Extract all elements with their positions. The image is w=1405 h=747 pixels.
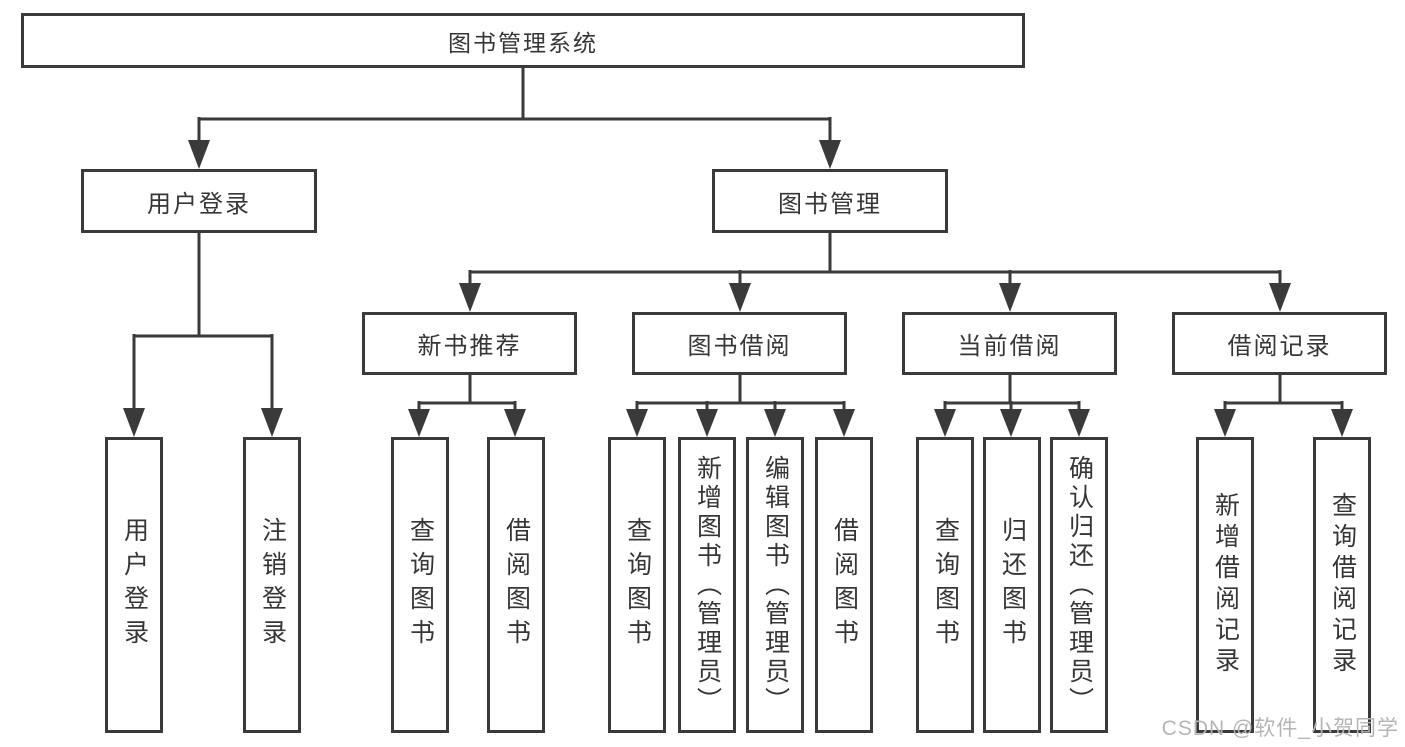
leaf-label: 确认归还（管理员） bbox=[1065, 454, 1094, 716]
node-leaf-logout: 注销登录 bbox=[243, 437, 301, 733]
node-borrow-record-label: 借阅记录 bbox=[1227, 333, 1332, 360]
arrowhead bbox=[504, 409, 526, 437]
node-new-book-rec: 新书推荐 bbox=[362, 312, 577, 375]
arrowhead bbox=[729, 283, 751, 312]
connector-new-book-rec bbox=[417, 375, 517, 411]
arrowhead bbox=[1331, 409, 1353, 437]
csdn-watermark: CSDN @软件_小贺同学 bbox=[1161, 717, 1399, 740]
leaf-label: 查询借阅记录 bbox=[1328, 492, 1357, 678]
arrowhead bbox=[1000, 409, 1022, 437]
arrowhead bbox=[696, 409, 718, 437]
leaf-label: 查询图书 bbox=[931, 517, 960, 653]
arrowhead bbox=[934, 409, 956, 437]
arrowhead bbox=[261, 408, 283, 437]
arrowhead bbox=[1269, 283, 1291, 312]
connector-user-login bbox=[132, 233, 274, 410]
node-leaf-user-login: 用户登录 bbox=[105, 437, 163, 733]
node-leaf-borrow-book-2: 借阅图书 bbox=[815, 437, 873, 733]
leaf-label: 用户登录 bbox=[120, 517, 149, 653]
node-leaf-return-book: 归还图书 bbox=[983, 437, 1041, 733]
node-user-login-label: 用户登录 bbox=[147, 190, 251, 218]
leaf-label: 借阅图书 bbox=[830, 517, 859, 653]
node-book-mgmt-label: 图书管理 bbox=[778, 190, 882, 218]
leaf-label: 借阅图书 bbox=[502, 517, 531, 653]
node-user-login: 用户登录 bbox=[81, 169, 317, 233]
leaf-label: 新增图书（管理员） bbox=[693, 454, 722, 716]
node-leaf-query-record: 查询借阅记录 bbox=[1313, 437, 1371, 733]
node-leaf-query-book-3: 查询图书 bbox=[916, 437, 974, 733]
node-current-borrow-label: 当前借阅 bbox=[957, 333, 1062, 360]
arrowhead bbox=[764, 409, 786, 437]
arrowhead bbox=[188, 140, 210, 169]
connector-borrow-record bbox=[1223, 375, 1344, 411]
leaf-label: 查询图书 bbox=[623, 517, 652, 653]
leaf-label: 归还图书 bbox=[998, 517, 1027, 653]
leaf-label: 编辑图书（管理员） bbox=[761, 454, 790, 716]
arrowhead bbox=[408, 409, 430, 437]
leaf-label: 查询图书 bbox=[406, 517, 435, 653]
arrowhead bbox=[819, 140, 841, 169]
leaf-label: 注销登录 bbox=[258, 517, 287, 653]
leaf-label: 新增借阅记录 bbox=[1211, 492, 1240, 678]
node-root: 图书管理系统 bbox=[21, 13, 1025, 68]
node-book-borrow-label: 图书借阅 bbox=[687, 333, 792, 360]
node-leaf-borrow-book-1: 借阅图书 bbox=[487, 437, 545, 733]
arrowhead bbox=[459, 283, 481, 312]
node-book-mgmt: 图书管理 bbox=[712, 169, 948, 233]
arrowhead bbox=[123, 408, 145, 437]
node-leaf-confirm-return: 确认归还（管理员） bbox=[1050, 437, 1108, 733]
node-book-borrow: 图书借阅 bbox=[632, 312, 847, 375]
node-leaf-add-record: 新增借阅记录 bbox=[1196, 437, 1254, 733]
node-leaf-query-book-1: 查询图书 bbox=[391, 437, 449, 733]
arrowheads bbox=[123, 140, 1353, 437]
connector-root bbox=[197, 68, 832, 142]
node-borrow-record: 借阅记录 bbox=[1172, 312, 1387, 375]
arrowhead bbox=[1214, 409, 1236, 437]
arrowhead bbox=[1068, 409, 1090, 437]
connector-book-borrow bbox=[635, 375, 846, 411]
node-root-label: 图书管理系统 bbox=[448, 29, 598, 56]
arrowhead bbox=[626, 409, 648, 437]
arrowhead bbox=[833, 409, 855, 437]
node-leaf-query-book-2: 查询图书 bbox=[608, 437, 666, 733]
arrowhead bbox=[999, 283, 1021, 312]
connector-book-mgmt bbox=[468, 233, 1282, 285]
node-leaf-add-book: 新增图书（管理员） bbox=[678, 437, 736, 733]
connector-current-borrow bbox=[943, 375, 1081, 411]
node-new-book-rec-label: 新书推荐 bbox=[417, 333, 522, 360]
node-current-borrow: 当前借阅 bbox=[902, 312, 1117, 375]
node-leaf-edit-book: 编辑图书（管理员） bbox=[746, 437, 804, 733]
